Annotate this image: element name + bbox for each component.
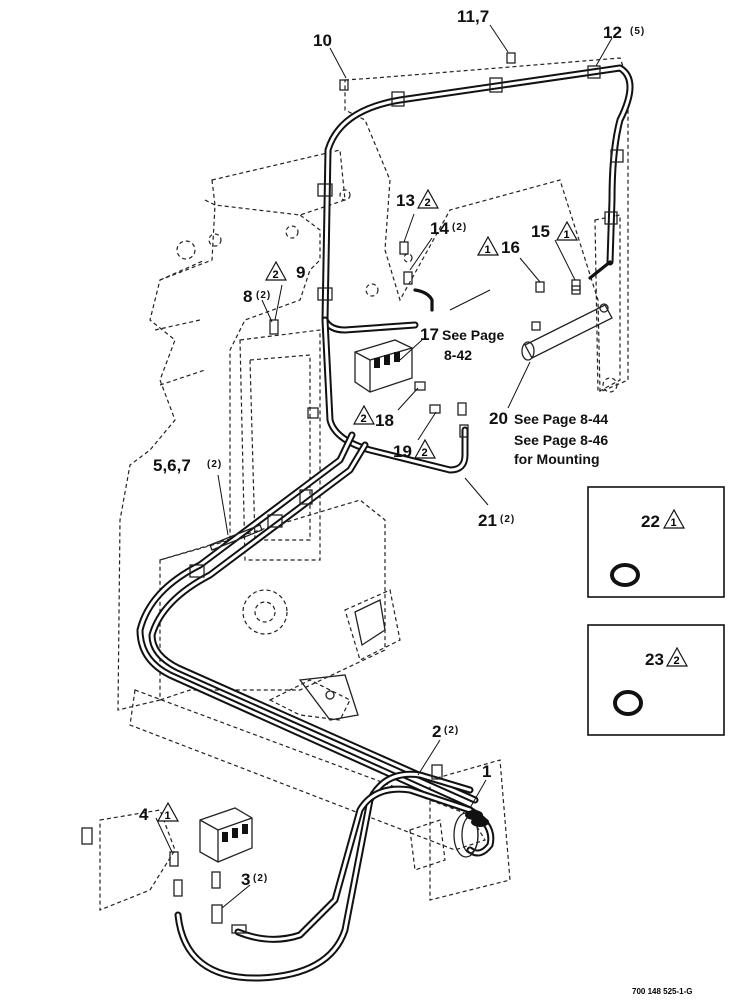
revision-triangle-9 <box>264 260 288 281</box>
callout-20-note-3: for Mounting <box>514 451 600 467</box>
callout-17-note-1: See Page <box>442 327 504 343</box>
callout-5-6-7-qty: (2) <box>207 459 222 470</box>
revision-triangle-23 <box>665 646 689 667</box>
machine-frame <box>99 57 629 911</box>
hose-center-loop <box>321 316 469 474</box>
callout-11-7: 11,7 <box>457 7 489 26</box>
callout-20: 20 <box>489 409 508 428</box>
callout-13: 13 <box>396 191 415 210</box>
callout-14: 14 <box>430 219 449 238</box>
revision-triangle-16 <box>476 235 500 256</box>
hose-short-upper <box>413 260 612 312</box>
callout-23-rev: 2 <box>674 655 680 667</box>
callout-15-rev: 1 <box>564 229 570 241</box>
hose-upper-loop <box>321 64 634 334</box>
detail-box-22 <box>587 486 725 598</box>
callout-3-qty: (2) <box>253 873 268 884</box>
leader-lines <box>155 24 651 909</box>
callout-9: 9 <box>296 263 305 282</box>
callout-20-note-1: See Page 8-44 <box>514 411 608 427</box>
callout-17: 17 <box>420 325 439 344</box>
callout-23: 23 <box>645 650 664 669</box>
callout-19-rev: 2 <box>422 447 428 459</box>
callout-21-qty: (2) <box>500 514 515 525</box>
callout-8-qty: (2) <box>256 290 271 301</box>
callout-3: 3 <box>241 870 250 889</box>
callout-1: 1 <box>482 762 491 781</box>
revision-triangle-19 <box>413 438 437 459</box>
revision-triangle-15 <box>555 220 579 241</box>
callout-15: 15 <box>531 222 550 241</box>
callout-2-qty: (2) <box>444 725 459 736</box>
tube-bundle-1 <box>453 810 489 858</box>
callout-17-note-2: 8-42 <box>444 347 472 363</box>
fittings <box>81 52 581 934</box>
callout-16: 16 <box>501 238 520 257</box>
revision-triangle-18 <box>352 404 376 425</box>
callout-13-rev: 2 <box>425 197 431 209</box>
revision-triangle-22 <box>662 508 686 529</box>
valve-lower <box>199 807 253 863</box>
callout-2: 2 <box>432 722 441 741</box>
callout-4: 4 <box>139 805 149 824</box>
callout-10: 10 <box>313 31 332 50</box>
callout-labels: 10 11,7 12 (5) 13 2 14 (2) 15 1 1 16 2 9… <box>139 7 693 996</box>
callout-9-rev: 2 <box>273 269 279 281</box>
revision-triangle-4 <box>156 801 180 822</box>
detail-box-23 <box>587 624 725 736</box>
hose-clamps <box>189 65 624 578</box>
callout-8: 8 <box>243 287 252 306</box>
hose-main-run <box>136 431 495 857</box>
callout-18: 18 <box>375 411 394 430</box>
callout-21: 21 <box>478 511 497 530</box>
figure-reference: 700 148 525-1-G <box>632 987 693 996</box>
hose-lower-loop <box>174 770 474 982</box>
callout-4-rev: 1 <box>165 810 171 822</box>
callout-16-rev: 1 <box>485 244 491 256</box>
revision-triangle-13 <box>416 188 440 209</box>
callout-14-qty: (2) <box>452 222 467 233</box>
callout-5-6-7: 5,6,7 <box>153 456 191 475</box>
callout-19: 19 <box>393 442 412 461</box>
callout-12: 12 <box>603 23 622 42</box>
callout-12-qty: (5) <box>630 26 645 37</box>
valve-17 <box>354 339 413 393</box>
callout-22: 22 <box>641 512 660 531</box>
callout-18-rev: 2 <box>361 413 367 425</box>
callout-22-rev: 1 <box>671 517 677 529</box>
callout-20-note-2: See Page 8-46 <box>514 432 608 448</box>
